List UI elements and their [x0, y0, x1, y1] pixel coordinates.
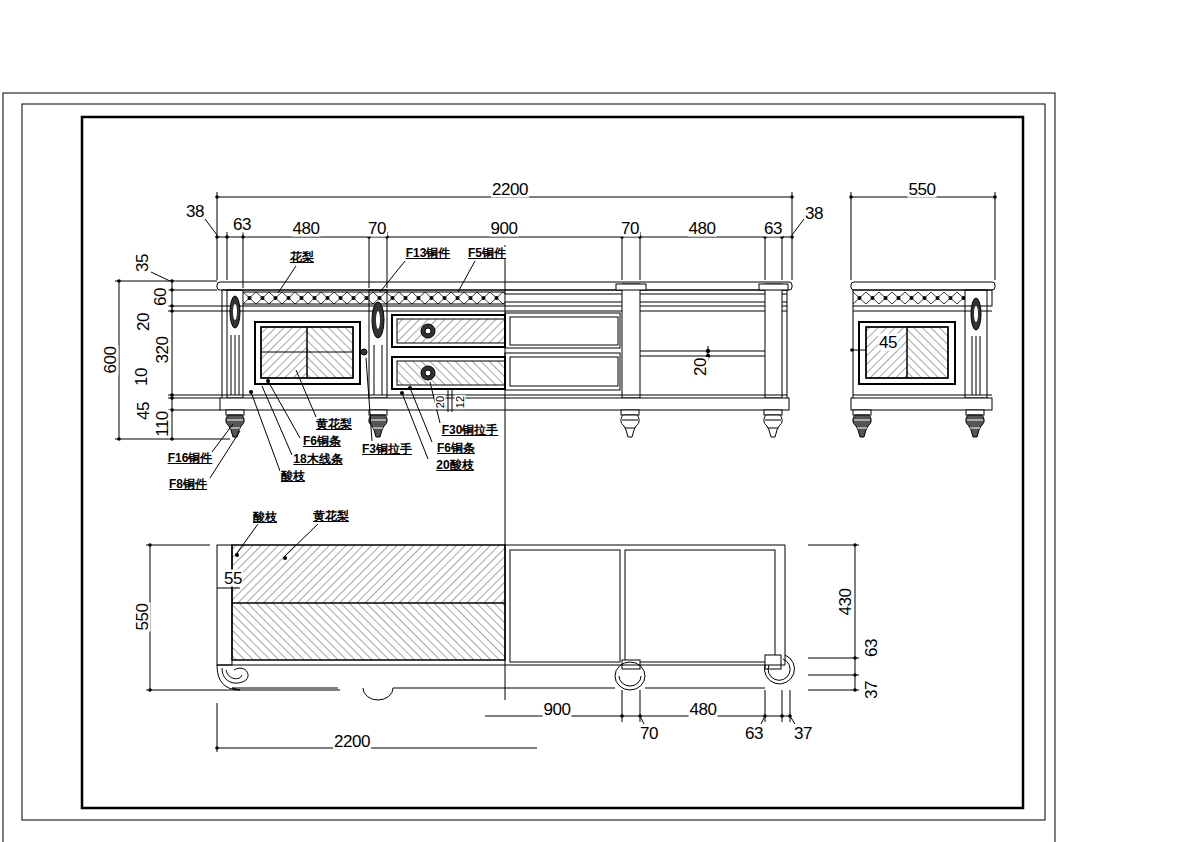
dimension-number: 10 [133, 367, 150, 387]
part-label: F3铜拉手 [361, 443, 413, 455]
part-label: 20酸枝 [435, 459, 474, 471]
dimension-number: 20 [135, 312, 152, 332]
dimension-number: 550 [134, 603, 151, 632]
dimension-number: 45 [878, 334, 898, 351]
part-label: 黄花梨 [315, 418, 353, 430]
dimension-number: 20 [692, 357, 709, 377]
part-label: 酸枝 [280, 470, 306, 482]
dimension-number: 2200 [333, 733, 371, 750]
dimension-number: 480 [688, 220, 717, 237]
dimension-number: 45 [135, 401, 152, 421]
part-label: F16铜件 [167, 452, 214, 464]
dimension-number: 110 [154, 410, 171, 438]
dimension-number: 37 [793, 725, 813, 742]
dimension-number: 38 [804, 205, 824, 222]
dimension-number: 2200 [491, 181, 529, 198]
dimension-number: 70 [639, 725, 659, 742]
part-label: F6铜条 [302, 435, 342, 447]
dimension-number: 320 [154, 336, 171, 365]
dimension-number: 63 [744, 725, 764, 742]
part-label: F30铜拉手 [441, 424, 500, 436]
dimension-number: 55 [223, 570, 243, 587]
dimension-number: 20 [435, 395, 446, 409]
dimension-number: 600 [102, 346, 119, 375]
dimension-number: 63 [763, 220, 783, 237]
part-label: F13铜件 [405, 247, 452, 259]
dimension-number: 900 [543, 701, 572, 718]
dimension-number: 550 [908, 181, 937, 198]
part-label: 18木线条 [292, 453, 343, 465]
dimension-number: 35 [134, 253, 151, 273]
part-label: F5铜件 [467, 247, 507, 259]
dimension-number: 70 [620, 220, 640, 237]
part-label: F8铜件 [168, 478, 208, 490]
dimension-number: 70 [367, 220, 387, 237]
part-label: 酸枝 [252, 511, 278, 523]
part-label: F6铜条 [436, 442, 476, 454]
dimension-number: 480 [689, 701, 718, 718]
dimension-number: 480 [292, 220, 321, 237]
dimension-number: 12 [455, 395, 466, 409]
dimension-number: 430 [837, 588, 854, 617]
dimension-number: 63 [863, 638, 880, 658]
part-label: 黄花梨 [312, 510, 350, 522]
dimension-number: 900 [490, 220, 519, 237]
part-label: 花梨 [289, 251, 315, 263]
dimension-number: 38 [185, 203, 205, 220]
dimension-number: 63 [232, 216, 252, 233]
dimension-number: 37 [863, 680, 880, 700]
dimension-number: 60 [152, 287, 169, 307]
